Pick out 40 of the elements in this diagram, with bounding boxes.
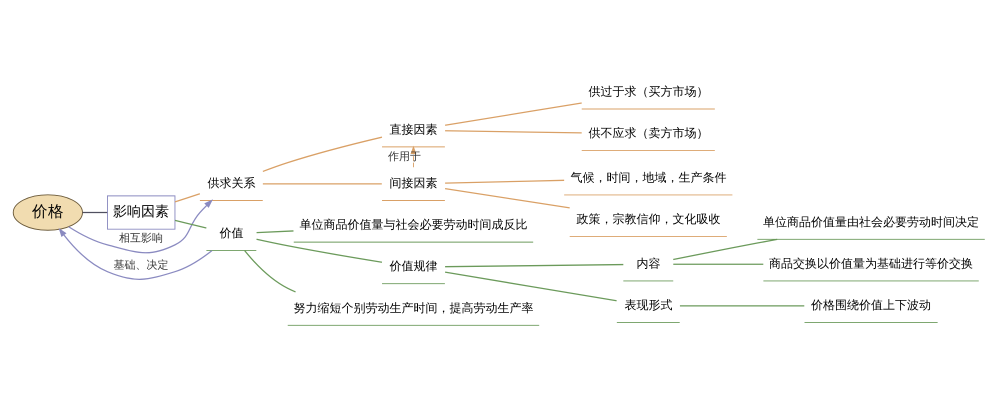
edge-label: 作用于 bbox=[388, 149, 422, 162]
node-ellipse: 价格 bbox=[12, 194, 83, 230]
connector bbox=[444, 102, 582, 126]
node-text: 价格围绕价值上下波动 bbox=[811, 298, 932, 312]
connector bbox=[444, 187, 570, 208]
edge-label: 基础、决定 bbox=[114, 258, 169, 272]
node-text: 间接因素 bbox=[389, 176, 438, 190]
node-text: 商品交换以价值量为基础进行等价交换 bbox=[769, 256, 974, 270]
node-text: 供过于求（买方市场） bbox=[588, 84, 708, 98]
arrow bbox=[68, 198, 213, 253]
connector bbox=[82, 211, 108, 213]
connector bbox=[445, 130, 582, 134]
node-text: 供求关系 bbox=[207, 176, 256, 190]
connector bbox=[445, 179, 564, 184]
connector bbox=[680, 304, 804, 306]
arrow bbox=[58, 227, 212, 280]
connector bbox=[174, 192, 200, 202]
connector bbox=[256, 230, 294, 233]
node-text: 气候，时间，地域，生产条件 bbox=[570, 170, 726, 184]
connector bbox=[262, 182, 382, 184]
connector bbox=[244, 250, 296, 292]
node-text: 单位商品价值量与社会必要劳动时间成反比 bbox=[299, 217, 528, 232]
connector bbox=[256, 238, 382, 262]
node-box: 影响因素 bbox=[107, 194, 176, 230]
connector bbox=[174, 219, 206, 228]
edge-label: 相互影响 bbox=[119, 231, 164, 244]
node-text: 供不应求（卖方市场） bbox=[588, 126, 708, 140]
node-text: 价值规律 bbox=[389, 258, 438, 273]
connector bbox=[445, 263, 624, 267]
connector bbox=[673, 238, 778, 260]
node-text: 内容 bbox=[636, 256, 660, 270]
connector bbox=[444, 271, 617, 301]
connector bbox=[673, 263, 764, 264]
node-text: 政策，宗教信仰，文化吸收 bbox=[576, 212, 720, 226]
node-text: 直接因素 bbox=[389, 122, 438, 136]
connector bbox=[262, 136, 382, 172]
node-text: 价值 bbox=[219, 225, 244, 240]
node-text: 努力缩短个别劳动生产时间，提高劳动生产率 bbox=[293, 300, 534, 314]
node-text: 单位商品价值量由社会必要劳动时间决定 bbox=[763, 214, 980, 228]
node-text: 表现形式 bbox=[624, 298, 672, 312]
